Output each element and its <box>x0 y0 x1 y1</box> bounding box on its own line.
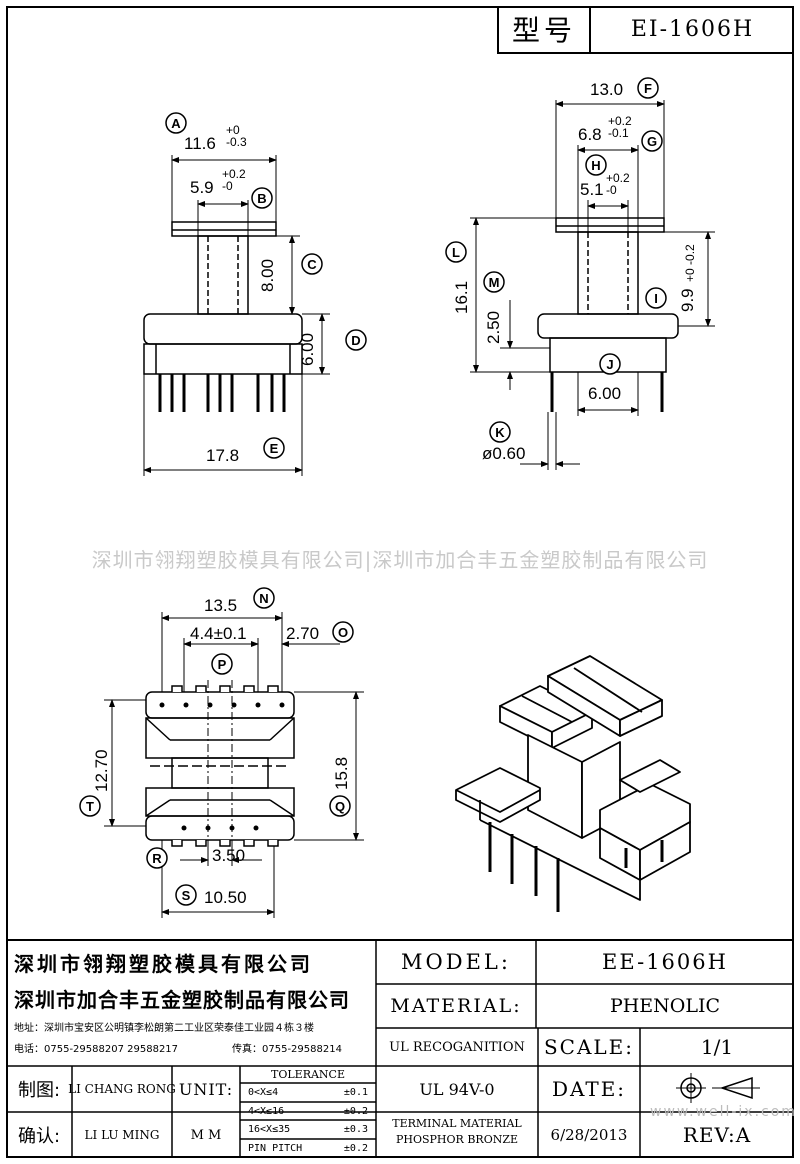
dim-a-value: 11.6 <box>184 134 216 153</box>
dim-g-tolerance: +0.2-0.1 <box>608 114 632 140</box>
callout-i: I <box>654 290 658 306</box>
dim-c-value: 8.00 <box>258 258 277 292</box>
dim-d-value: 6.00 <box>298 332 317 366</box>
dim-e-value: 17.8 <box>206 446 240 465</box>
callout-c: C <box>307 256 317 272</box>
dim-b-value: 5.9 <box>190 178 214 197</box>
dim-i-tolerance: +0 -0.2 <box>683 244 697 282</box>
material-label: MATERIAL: <box>390 995 522 1017</box>
tolerance-title: TOLERANCE <box>271 1068 345 1081</box>
dim-l-value: 16.1 <box>452 280 471 314</box>
scale-value: 1/1 <box>700 1035 734 1059</box>
callout-g: G <box>646 133 658 149</box>
model-value: EE-1606H <box>602 950 728 974</box>
callout-h: H <box>591 157 601 173</box>
company-fax: 传真：0755-29588214 <box>232 1044 342 1055</box>
company-address: 地址：深圳市宝安区公明镇李松朗第二工业区荣泰佳工业园４栋３楼 <box>14 1023 314 1034</box>
tolerance-row: 4<X≤16±0.2 <box>248 1105 368 1117</box>
projection-symbol-icon <box>672 1072 768 1104</box>
tolerance-row: PIN PITCH±0.2 <box>248 1143 368 1154</box>
dim-f-value: 13.0 <box>590 80 624 99</box>
callout-n: N <box>259 590 269 606</box>
callout-m: M <box>488 274 500 290</box>
dim-n-value: 13.5 <box>204 596 238 615</box>
dim-h-tolerance: +0.2-0 <box>606 171 630 197</box>
drawn-by-name: LI CHANG RONG <box>68 1082 176 1096</box>
callout-e: E <box>269 440 279 456</box>
company-phone: 电话：0755-29588207 29588217 <box>14 1044 179 1055</box>
header-model-label: 型号 <box>497 6 589 54</box>
drawn-by-label: 制图: <box>17 1080 61 1101</box>
callout-q: Q <box>334 798 346 814</box>
checked-by-name: LI LU MING <box>84 1128 160 1142</box>
callout-p: P <box>217 656 227 672</box>
dim-i-value: 9.9 <box>678 288 697 312</box>
terminal-material: TERMINAL MATERIAL PHOSPHOR BRONZE <box>392 1117 522 1146</box>
dim-s-value: 10.50 <box>204 888 247 907</box>
dim-a-tolerance: +0-0.3 <box>226 123 247 149</box>
dim-b-tolerance: +0.2-0 <box>222 167 246 193</box>
dim-p-value: 4.4±0.1 <box>190 624 247 643</box>
dim-g-value: 6.8 <box>578 125 602 144</box>
callout-b: B <box>257 190 267 206</box>
rev-label: REV:A <box>682 1123 752 1147</box>
date-label: DATE: <box>551 1077 627 1101</box>
unit-label: UNIT: <box>178 1079 234 1099</box>
watermark-companies: 深圳市翎翔塑胶模具有限公司|深圳市加合丰五金塑胶制品有限公司 <box>91 548 709 572</box>
callout-t: T <box>86 798 94 814</box>
dim-o-value: 2.70 <box>286 624 320 643</box>
header-model-value: EI-1606H <box>589 6 794 54</box>
callout-d: D <box>351 332 361 348</box>
scale-label: SCALE: <box>543 1035 635 1059</box>
callout-o: O <box>337 624 349 640</box>
callout-s: S <box>181 887 191 903</box>
site-watermark: www.well-ix.com <box>650 1104 797 1120</box>
dim-h-value: 5.1 <box>580 180 604 199</box>
ul-label: UL RECOGANITION <box>389 1039 525 1055</box>
company-name-2: 深圳市加合丰五金塑胶制品有限公司 <box>14 988 350 1012</box>
company-name-1: 深圳市翎翔塑胶模具有限公司 <box>14 952 313 976</box>
drawing-frame <box>6 6 794 1158</box>
dim-q-value: 15.8 <box>332 756 351 790</box>
dim-k-value: ø0.60 <box>482 444 526 463</box>
dim-m-value: 2.50 <box>484 310 503 344</box>
tolerance-table: 0<X≤4±0.1 4<X≤16±0.2 16<X≤35±0.3 PIN PIT… <box>240 1083 376 1158</box>
tolerance-row: 0<X≤4±0.1 <box>248 1087 368 1098</box>
callout-k: K <box>495 424 505 440</box>
dim-t-value: 12.70 <box>92 749 111 792</box>
dim-j-value: 6.00 <box>588 384 622 403</box>
callout-l: L <box>452 244 460 260</box>
unit-value: M M <box>190 1127 222 1143</box>
callout-j: J <box>606 356 614 372</box>
dim-r-value: 3.50 <box>212 846 246 865</box>
checked-by-label: 确认: <box>17 1126 61 1147</box>
callout-a: A <box>171 115 181 131</box>
callout-r: R <box>152 850 162 866</box>
model-label: MODEL: <box>401 950 511 974</box>
ul-value: UL 94V-0 <box>419 1079 495 1099</box>
callout-f: F <box>644 80 652 96</box>
tolerance-row: 16<X≤35±0.3 <box>248 1124 368 1135</box>
date-value: 6/28/2013 <box>550 1126 628 1144</box>
material-value: PHENOLIC <box>609 995 721 1017</box>
